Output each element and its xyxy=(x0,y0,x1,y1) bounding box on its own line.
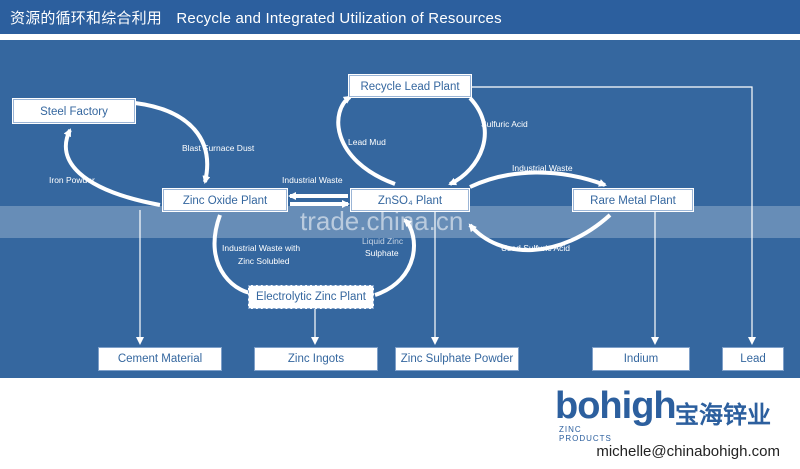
arrow-liquid-zinc xyxy=(374,218,416,297)
page-title: 资源的循环和综合利用 Recycle and Integrated Utiliz… xyxy=(10,7,502,28)
logo-brand: bohigh xyxy=(555,385,677,427)
output-zinc-ingots: Zinc Ingots xyxy=(254,347,378,371)
label-liquid-zinc: Liquid Zinc xyxy=(362,236,404,246)
label-sulphate: Sulphate xyxy=(365,248,399,258)
node-steel-factory-label: Steel Factory xyxy=(13,99,135,123)
node-recycle-lead-label: Recycle Lead Plant xyxy=(349,75,471,97)
node-electrolytic-label: Electrolytic Zinc Plant xyxy=(256,291,366,303)
label-industrial-waste-zinc-2: Zinc Solubled xyxy=(238,256,290,266)
node-znso4-label: ZnSO₄ Plant xyxy=(351,189,469,211)
arrow-blast-furnace xyxy=(134,101,211,184)
output-indium: Indium xyxy=(592,347,690,371)
contact-email: michelle@chinabohigh.com xyxy=(596,443,780,460)
header-bar: 资源的循环和综合利用 Recycle and Integrated Utiliz… xyxy=(0,0,800,34)
node-znso4: ZnSO₄ Plant xyxy=(350,188,470,212)
arrow-sulfuric-acid xyxy=(448,96,487,186)
label-industrial-waste-center: Industrial Waste xyxy=(282,175,343,185)
label-sulfuric-acid: Sulfuric Acid xyxy=(481,119,528,129)
output-zinc-sulphate-powder: Zinc Sulphate Powder xyxy=(395,347,519,371)
label-lead-mud: Lead Mud xyxy=(348,137,386,147)
page-title-cn: 资源的循环和综合利用 xyxy=(10,9,163,27)
label-iron-powder: Iron Powder xyxy=(49,175,95,185)
logo-brand-cn: 宝海锌业 xyxy=(675,401,771,429)
label-blast-furnace: Blast Furnace Dust xyxy=(182,143,255,153)
node-rare-metal-label: Rare Metal Plant xyxy=(573,189,693,211)
node-electrolytic: Electrolytic Zinc Plant xyxy=(248,285,374,309)
line-lead xyxy=(472,86,756,345)
node-rare-metal: Rare Metal Plant xyxy=(572,188,694,212)
node-zinc-oxide: Zinc Oxide Plant xyxy=(162,188,288,212)
output-lead: Lead xyxy=(722,347,784,371)
page-title-en: Recycle and Integrated Utilization of Re… xyxy=(176,10,502,27)
arrow-iron-powder xyxy=(63,128,161,207)
node-recycle-lead: Recycle Lead Plant xyxy=(348,74,472,98)
node-steel-factory: Steel Factory xyxy=(12,98,136,124)
logo-sub: ZINC PRODUCTS xyxy=(559,425,612,443)
label-used-sulfuric: Used Sulfuric Acid xyxy=(501,243,570,253)
output-cement: Cement Material xyxy=(98,347,222,371)
arrow-lead-mud xyxy=(336,95,396,186)
node-zinc-oxide-label: Zinc Oxide Plant xyxy=(163,189,287,211)
arrow-industrial-waste-rare xyxy=(469,170,607,189)
label-industrial-waste-rare: Industrial Waste xyxy=(512,163,573,173)
label-industrial-waste-zinc-1: Industrial Waste with xyxy=(222,243,301,253)
arrow-used-sulfuric xyxy=(468,213,612,252)
